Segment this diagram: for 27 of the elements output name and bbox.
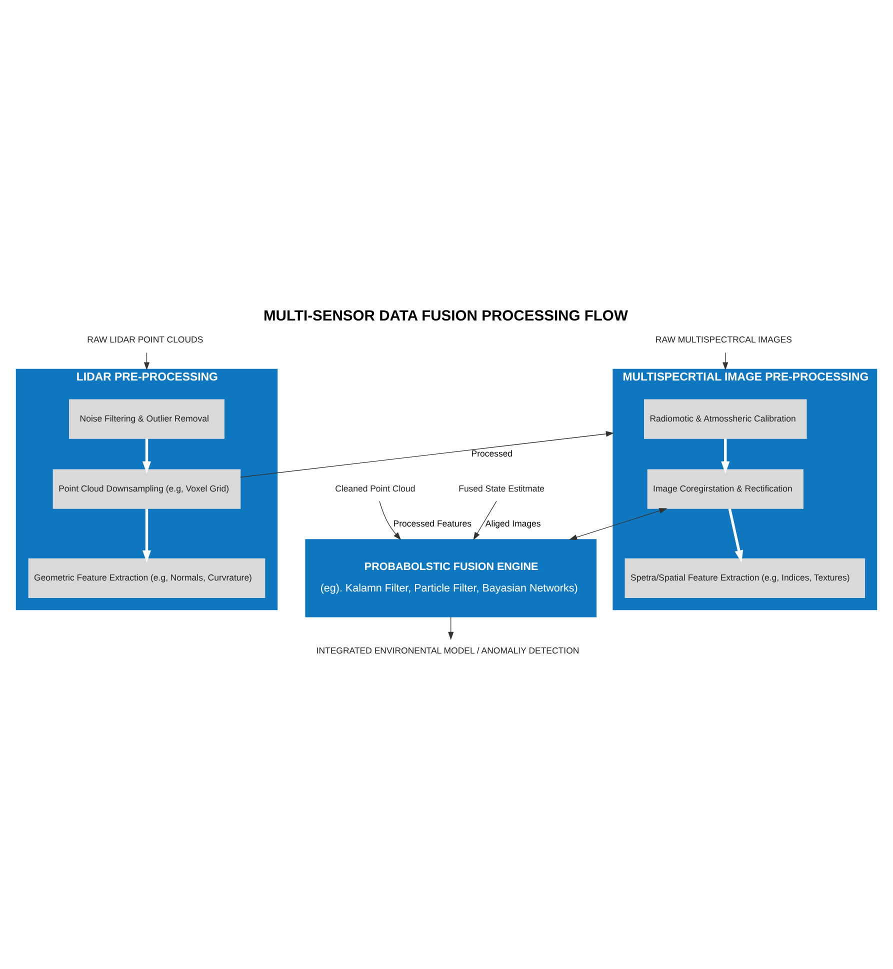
- arrow: [240, 430, 614, 478]
- node-text: Fused State Estitmate: [458, 482, 545, 493]
- arrow: [448, 616, 454, 640]
- arrow: [722, 352, 728, 370]
- node-box: Image Coregirstation & Rectification: [647, 468, 804, 508]
- arrow: [142, 438, 151, 474]
- node-box: Point Cloud Downsampling (e.g, Voxel Grid): [52, 468, 241, 508]
- node-box: Spetra/Spatial Feature Extraction (e.g, Indices, Textures): [624, 558, 866, 598]
- node-text: INTEGRATED ENVIRONENTAL MODEL / ANOMALIY DETECTION: [316, 644, 580, 655]
- arrow: [379, 500, 402, 540]
- arrow: [568, 508, 668, 540]
- arrow: [721, 438, 730, 474]
- diagram-title: MULTI-SENSOR DATA FUSION PROCESSING FLOW: [263, 308, 628, 324]
- arrow: [473, 500, 497, 540]
- edge-label: Processed Features: [393, 518, 472, 528]
- arrow: [142, 508, 151, 562]
- node-text: RAW LIDAR POINT CLOUDS: [87, 334, 204, 344]
- edge-label: Processed: [471, 448, 513, 458]
- arrow: [728, 508, 744, 562]
- arrow: [144, 352, 150, 370]
- node-text: Cleaned Point Cloud: [335, 482, 416, 493]
- node-box: Geometric Feature Extraction (e.g, Normals, Curvrature): [28, 558, 266, 598]
- node-box: PROBABOLSTIC FUSION ENGINE (eg). Kalamn Filter, Particle Filter, Bayasian Networks): [305, 538, 597, 617]
- node-text: RAW MULTISPECTRCAL IMAGES: [655, 334, 792, 344]
- node-box: Noise Filtering & Outlier Removal: [69, 398, 224, 438]
- node-box: Radiomotic & Atmossheric Calibration: [644, 398, 807, 438]
- edge-label: Aliged Images: [485, 518, 541, 528]
